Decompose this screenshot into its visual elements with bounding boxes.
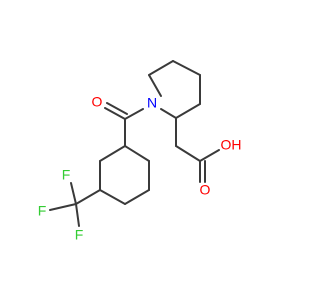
bond-piperidine-6 [160,108,177,119]
bond-cyclohexane-3 [99,189,126,205]
fluorine-left-label: F [38,203,47,219]
hydroxyl-label: OH [221,137,242,153]
atom-labels: N O OH O F F F [38,94,242,243]
fluorine-bottom-label: F [75,227,84,243]
bond-carbonyl-double-2 [106,102,128,115]
fluorine-top-label: F [62,167,71,183]
bond-lines [49,60,220,227]
bond-cf3-fluorine-left [49,203,77,211]
bond-piperidine-5 [175,103,201,119]
bond-cf3-fluorine-top [70,182,77,205]
bond-carbonyl-double-1 [104,107,126,120]
bond-ring-to-cf3 [75,189,101,205]
bond-piperidine-2 [148,60,174,76]
bond-cyclohexane-4 [124,189,150,205]
carbonyl-oxygen-label: O [92,94,103,110]
bond-piperidine-1 [148,74,162,97]
nitrogen-atom-label: N [147,95,157,111]
bond-cf3-fluorine-bottom [75,203,80,227]
bond-ch2-to-acid [175,145,201,162]
bond-cyclohexane-6 [124,145,150,162]
bond-nitrogen-carbonyl [124,108,144,120]
bond-cyclohexane-1 [99,145,126,162]
molecule-structure: N O OH O F F F [38,60,242,243]
bond-piperidine-3 [172,60,201,76]
bond-acid-to-hydroxyl [199,149,220,162]
acid-carbonyl-oxygen-label: O [200,182,211,198]
